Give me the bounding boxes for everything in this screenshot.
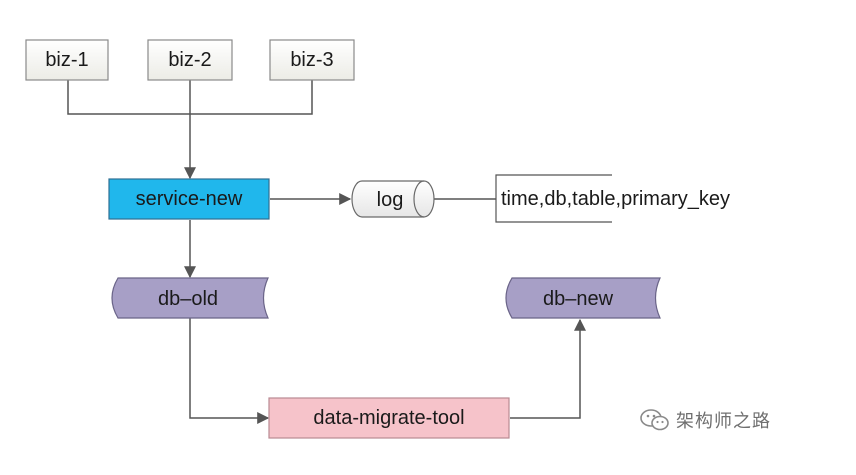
db-new-label: db–new — [543, 288, 614, 310]
service-new-label: service-new — [136, 188, 243, 210]
biz-2-node: biz-2 — [147, 39, 233, 81]
data-migrate-tool-node: data-migrate-tool — [268, 397, 510, 439]
biz-1-node: biz-1 — [25, 39, 109, 81]
log-format-annotation: time,db,table,primary_key — [495, 174, 730, 223]
data-migrate-tool-label: data-migrate-tool — [313, 407, 464, 429]
biz-2-label: biz-2 — [168, 49, 211, 71]
arrow-db-old-to-tool — [189, 318, 270, 424]
wechat-icon — [640, 408, 670, 432]
service-new-node: service-new — [108, 178, 270, 220]
arrow-tool-to-db-new — [510, 318, 586, 419]
log-queue-node: log — [351, 180, 435, 218]
connector-biz1-merge — [67, 80, 190, 115]
db-new-node: db–new — [505, 277, 661, 319]
connector-biz3-merge — [190, 80, 313, 115]
watermark-text: 架构师之路 — [676, 411, 771, 432]
watermark: 架构师之路 — [640, 406, 771, 434]
biz-3-node: biz-3 — [269, 39, 355, 81]
db-old-label: db–old — [158, 288, 218, 310]
biz-1-label: biz-1 — [45, 49, 88, 71]
log-label: log — [377, 189, 404, 211]
log-format-text: time,db,table,primary_key — [501, 188, 730, 210]
db-old-node: db–old — [111, 277, 269, 319]
biz-3-label: biz-3 — [290, 49, 333, 71]
connectors — [67, 80, 586, 424]
